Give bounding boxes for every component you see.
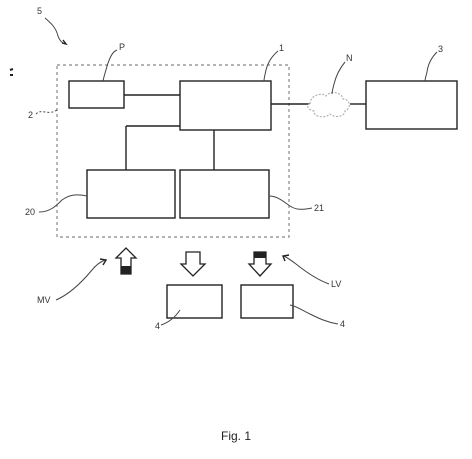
block-left: [86, 169, 176, 219]
output-arrow-left: [179, 251, 207, 277]
label-low-voltage: LV: [331, 279, 341, 289]
load-left-leader: [160, 309, 181, 326]
label-system: 5: [37, 6, 42, 16]
lv-leader: [283, 255, 330, 285]
mv-leader-arrowhead: [99, 258, 108, 266]
block-right-leader: [268, 195, 313, 210]
server-leader: [424, 51, 438, 82]
network-cloud: [307, 91, 350, 118]
label-block-left: 20: [25, 207, 35, 217]
sensor-box: [68, 80, 125, 109]
controller-box: [179, 80, 272, 131]
device-boundary: [56, 64, 290, 238]
block-left-leader: [38, 194, 88, 213]
system-leader: [44, 17, 67, 45]
label-block-right: 21: [314, 203, 324, 213]
lv-arrow-base: [254, 252, 266, 258]
label-sensor: P: [119, 42, 125, 52]
label-server: 3: [438, 44, 443, 54]
label-load-left: 4: [155, 321, 160, 331]
device-leader: [35, 109, 58, 115]
edge-mark: [9, 68, 14, 76]
network-leader: [331, 61, 346, 95]
sensor-leader: [102, 49, 118, 82]
load-right-leader: [289, 304, 339, 325]
label-controller: 1: [279, 43, 284, 53]
load-box-left: [166, 284, 223, 319]
label-medium-voltage: MV: [37, 295, 51, 305]
mv-arrow-base: [121, 266, 131, 274]
label-load-right: 4: [340, 319, 345, 329]
load-box-right: [240, 284, 294, 319]
label-device: 2: [28, 110, 33, 120]
mv-leader: [55, 259, 106, 301]
server-box: [365, 80, 458, 130]
lv-leader-arrowhead: [282, 254, 290, 262]
figure-caption: Fig. 1: [221, 429, 251, 443]
block-right: [179, 169, 270, 219]
system-leader-arrowhead: [61, 39, 68, 46]
label-network: N: [346, 53, 353, 63]
controller-leader: [263, 50, 279, 82]
